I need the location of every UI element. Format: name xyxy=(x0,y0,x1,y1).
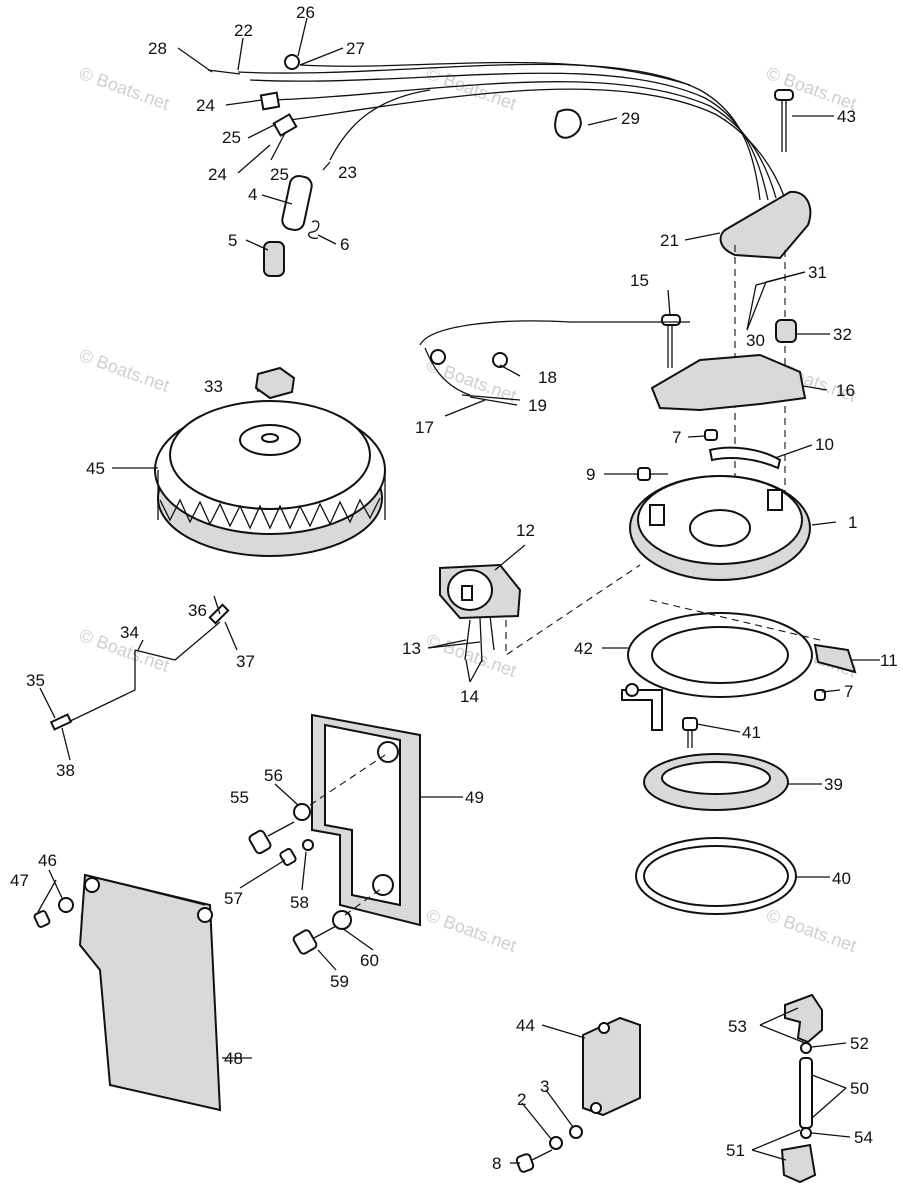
gasket-plate xyxy=(621,612,813,731)
rectifier xyxy=(582,1016,641,1117)
callout-25b: 25 xyxy=(270,165,289,184)
screw xyxy=(661,314,681,368)
watermark: © Boats.net xyxy=(424,63,519,114)
callout-7b: 7 xyxy=(844,682,853,701)
callout-29: 29 xyxy=(621,109,640,128)
split-ring xyxy=(635,837,797,915)
watermark: © Boats.net xyxy=(424,630,519,681)
callout-26: 26 xyxy=(296,3,315,22)
callout-7a: 7 xyxy=(672,428,681,447)
callout-42: 42 xyxy=(574,639,593,658)
callout-34: 34 xyxy=(120,623,139,642)
callout-56: 56 xyxy=(264,766,283,785)
terminal-set xyxy=(780,993,823,1184)
callout-53: 53 xyxy=(728,1017,747,1036)
callout-47: 47 xyxy=(10,871,29,890)
callout-35: 35 xyxy=(26,671,45,690)
watermark: © Boats.net xyxy=(77,345,172,396)
ground-wire xyxy=(49,603,230,731)
callout-13: 13 xyxy=(402,639,421,658)
wire-harness xyxy=(207,54,785,201)
callout-57: 57 xyxy=(224,889,243,908)
callout-18: 18 xyxy=(538,368,557,387)
callout-46: 46 xyxy=(38,851,57,870)
power-pack xyxy=(719,190,812,260)
callout-40: 40 xyxy=(832,869,851,888)
callout-24a: 24 xyxy=(196,96,215,115)
callout-52: 52 xyxy=(850,1034,869,1053)
callout-58: 58 xyxy=(290,893,309,912)
callout-labels: 1 2 3 4 5 6 7 7 8 9 10 11 12 13 14 15 16… xyxy=(10,3,898,1173)
callout-27: 27 xyxy=(346,39,365,58)
callout-2: 2 xyxy=(517,1090,526,1109)
callout-23: 23 xyxy=(338,163,357,182)
flywheel-nut xyxy=(254,366,296,400)
callout-33: 33 xyxy=(204,377,223,396)
callout-51: 51 xyxy=(726,1141,745,1160)
callout-37: 37 xyxy=(236,652,255,671)
callout-25a: 25 xyxy=(222,128,241,147)
electrical-cover xyxy=(78,873,222,1112)
callout-4: 4 xyxy=(248,185,257,204)
flywheel xyxy=(154,400,386,557)
callout-5: 5 xyxy=(228,231,237,250)
callout-14: 14 xyxy=(460,687,479,706)
watermark: © Boats.net xyxy=(764,905,859,956)
callout-11: 11 xyxy=(880,651,898,670)
callout-30: 30 xyxy=(746,331,765,350)
callout-39: 39 xyxy=(824,775,843,794)
callout-8: 8 xyxy=(492,1154,501,1173)
leader-lines xyxy=(37,17,880,1164)
callout-36: 36 xyxy=(188,601,207,620)
retainer-ring xyxy=(643,753,789,811)
callout-1: 1 xyxy=(848,513,857,532)
callout-17: 17 xyxy=(415,418,434,437)
callout-55: 55 xyxy=(230,788,249,807)
callout-32: 32 xyxy=(833,325,852,344)
watermark: © Boats.net xyxy=(424,905,519,956)
stator-plate xyxy=(629,475,811,581)
callout-28: 28 xyxy=(148,39,167,58)
callout-43: 43 xyxy=(837,107,856,126)
callout-24b: 24 xyxy=(208,165,227,184)
screw xyxy=(774,89,794,152)
callout-45: 45 xyxy=(86,459,105,478)
callout-19: 19 xyxy=(528,396,547,415)
callout-41: 41 xyxy=(742,723,761,742)
callout-48: 48 xyxy=(224,1049,243,1068)
callout-50: 50 xyxy=(850,1079,869,1098)
callout-9: 9 xyxy=(586,465,595,484)
timer-base xyxy=(650,353,807,412)
callout-21: 21 xyxy=(660,231,679,250)
callout-12: 12 xyxy=(516,521,535,540)
callout-49: 49 xyxy=(465,788,484,807)
callout-15: 15 xyxy=(630,271,649,290)
mounting-bracket xyxy=(311,713,421,927)
callout-10: 10 xyxy=(815,435,834,454)
callout-3: 3 xyxy=(540,1077,549,1096)
callout-16: 16 xyxy=(836,381,855,400)
callout-60: 60 xyxy=(360,951,379,970)
callout-6: 6 xyxy=(340,235,349,254)
callout-59: 59 xyxy=(330,972,349,991)
watermark: © Boats.net xyxy=(77,63,172,114)
spark-plug-boot xyxy=(263,174,320,277)
bracket xyxy=(708,446,782,470)
wire-clip xyxy=(554,108,582,139)
callout-22: 22 xyxy=(234,21,253,40)
callout-54: 54 xyxy=(854,1128,873,1147)
callout-31: 31 xyxy=(808,263,827,282)
callout-38: 38 xyxy=(56,761,75,780)
callout-44: 44 xyxy=(516,1016,535,1035)
